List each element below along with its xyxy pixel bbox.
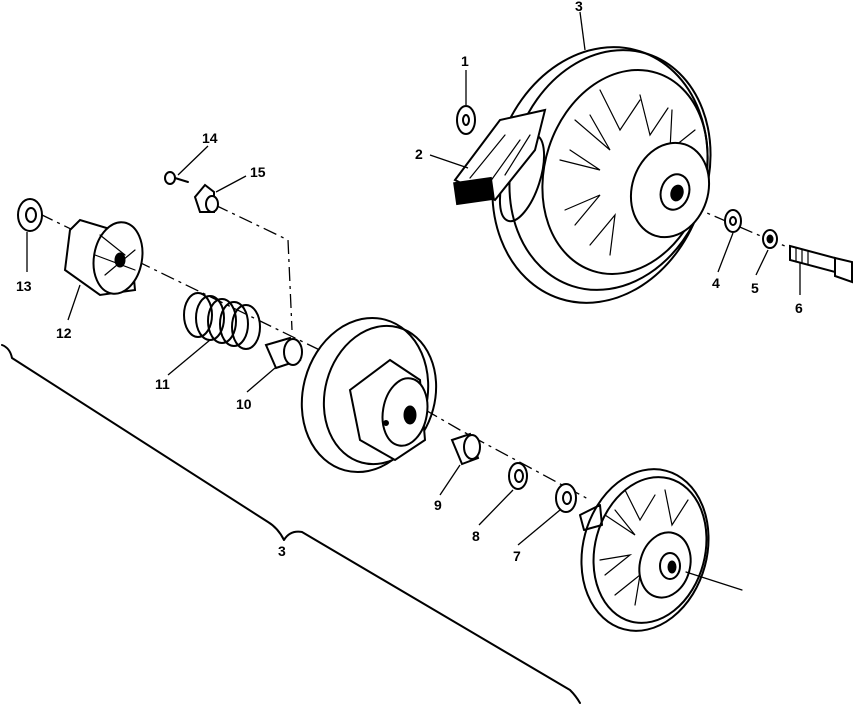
part-13-washer: [17, 198, 43, 232]
callout-2: 2: [415, 146, 423, 162]
part-1-washer: [456, 105, 476, 135]
moveable-sheave: [300, 316, 438, 474]
part-5-lock-washer: [762, 229, 778, 249]
part-10-bushing: [264, 336, 303, 370]
part-15-elbow: [193, 183, 219, 213]
callout-labels: 1 2 3 4 5 6 7 8 9 10 11 12 13 14 15 3: [16, 0, 803, 564]
leader-lines: [26, 11, 801, 546]
callout-3-top: 3: [575, 0, 583, 14]
part-4-washer: [724, 209, 742, 233]
callout-1: 1: [461, 53, 469, 69]
callout-15: 15: [250, 164, 266, 180]
assembly-bracket: [1, 344, 581, 704]
callout-3-bracket: 3: [278, 543, 286, 559]
callout-9: 9: [434, 497, 442, 513]
part-6-bolt: [789, 244, 853, 284]
callout-10: 10: [236, 396, 252, 412]
part-14-fitting: [164, 171, 189, 185]
callout-4: 4: [712, 275, 720, 291]
callout-12: 12: [56, 325, 72, 341]
part-8-washer: [508, 462, 528, 490]
fitting-axis-line: [214, 204, 293, 331]
callout-5: 5: [751, 280, 759, 296]
callout-8: 8: [472, 528, 480, 544]
callout-14: 14: [202, 130, 218, 146]
part-9-bushing: [450, 432, 481, 466]
callout-7: 7: [513, 548, 521, 564]
part-7-washer: [555, 483, 577, 513]
fixed-sheave: [579, 468, 743, 632]
callout-13: 13: [16, 278, 32, 294]
sheave-fins: [559, 89, 696, 256]
part-12-cam: [63, 218, 144, 297]
part-2-slider-block: [453, 108, 547, 206]
callout-6: 6: [795, 300, 803, 316]
callout-11: 11: [155, 376, 170, 392]
part-11-spring: [183, 292, 261, 350]
